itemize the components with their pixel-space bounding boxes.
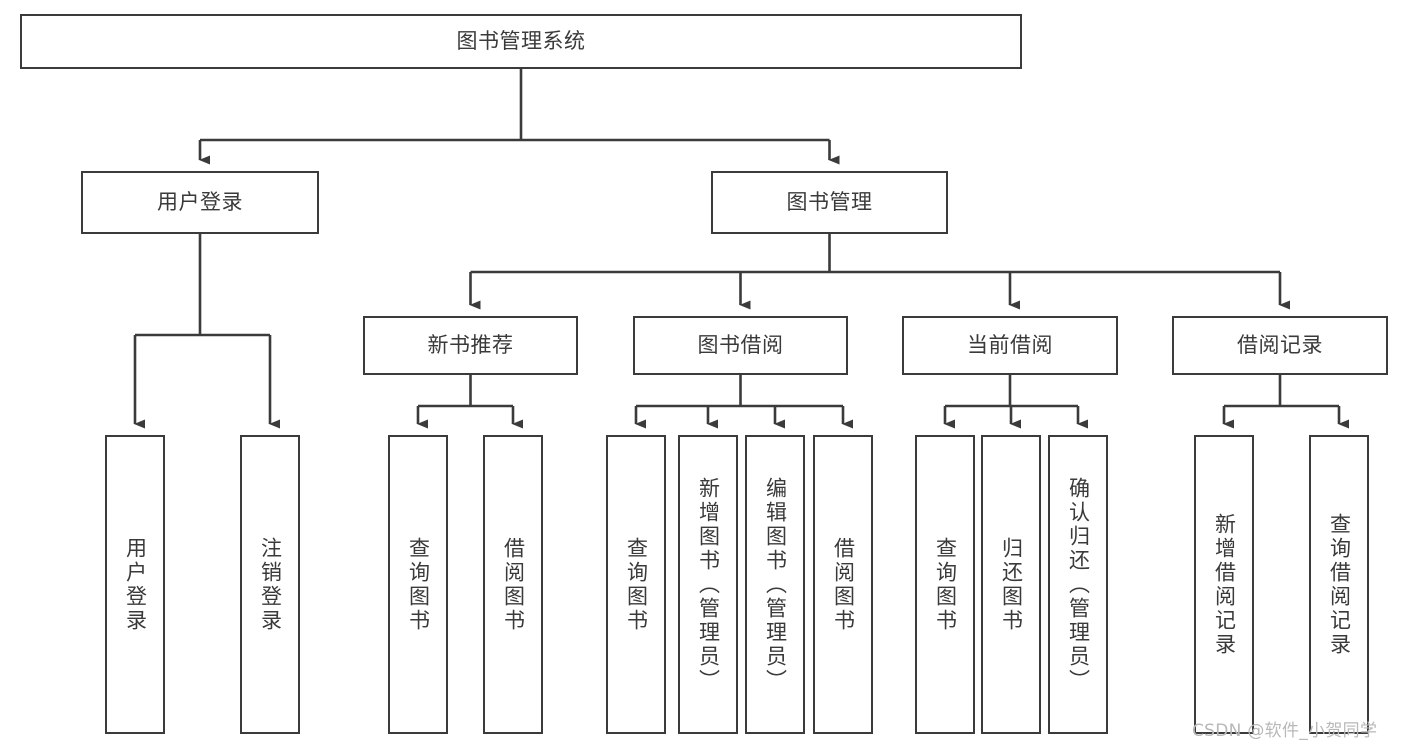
- leaf-node-box[interactable]: 用户登录: [105, 435, 165, 734]
- csdn-watermark: CSDN @软件_小贺同学: [1192, 721, 1378, 741]
- level3-node-box[interactable]: 当前借阅: [902, 316, 1118, 375]
- leaf-node-box[interactable]: 新增图书（管理员）: [678, 435, 738, 734]
- root-node-box[interactable]: 图书管理系统: [20, 14, 1022, 69]
- leaf-node-label: 注销登录: [258, 536, 283, 633]
- leaf-node-box[interactable]: 编辑图书（管理员）: [745, 435, 805, 734]
- leaf-node-box[interactable]: 借阅图书: [813, 435, 873, 734]
- level3-node-box[interactable]: 借阅记录: [1172, 316, 1388, 375]
- level2-node-box[interactable]: 用户登录: [81, 171, 319, 234]
- leaf-node-label: 用户登录: [123, 536, 148, 633]
- leaf-node-box[interactable]: 归还图书: [981, 435, 1041, 734]
- level3-node-box[interactable]: 新书推荐: [363, 316, 578, 375]
- level2-node-label: 图书管理: [786, 190, 873, 215]
- level3-node-label: 借阅记录: [1237, 333, 1323, 358]
- level3-node-label: 当前借阅: [967, 333, 1053, 358]
- leaf-node-label: 借阅图书: [831, 536, 856, 633]
- leaf-node-label: 新增借阅记录: [1212, 512, 1237, 657]
- level3-node-box[interactable]: 图书借阅: [633, 316, 848, 375]
- level2-node-box[interactable]: 图书管理: [711, 171, 948, 234]
- level3-node-label: 新书推荐: [427, 333, 514, 358]
- leaf-node-box[interactable]: 新增借阅记录: [1194, 435, 1254, 734]
- leaf-node-box[interactable]: 查询图书: [606, 435, 666, 734]
- level2-node-label: 用户登录: [157, 190, 243, 215]
- leaf-node-label: 查询借阅记录: [1327, 512, 1352, 657]
- leaf-node-box[interactable]: 确认归还（管理员）: [1048, 435, 1108, 734]
- leaf-node-label: 查询图书: [933, 536, 958, 633]
- leaf-node-label: 借阅图书: [501, 536, 526, 633]
- leaf-node-box[interactable]: 查询图书: [388, 435, 448, 734]
- leaf-node-box[interactable]: 借阅图书: [483, 435, 543, 734]
- leaf-node-label: 归还图书: [999, 536, 1024, 633]
- leaf-node-label: 新增图书（管理员）: [696, 476, 721, 693]
- leaf-node-box[interactable]: 注销登录: [240, 435, 300, 734]
- leaf-node-box[interactable]: 查询图书: [915, 435, 975, 734]
- level3-node-label: 图书借阅: [697, 333, 784, 358]
- root-node-label: 图书管理系统: [456, 29, 586, 54]
- leaf-node-label: 编辑图书（管理员）: [763, 476, 788, 693]
- leaf-node-label: 查询图书: [406, 536, 431, 633]
- leaf-node-box[interactable]: 查询借阅记录: [1309, 435, 1369, 734]
- leaf-node-label: 查询图书: [624, 536, 649, 633]
- leaf-node-label: 确认归还（管理员）: [1066, 476, 1091, 693]
